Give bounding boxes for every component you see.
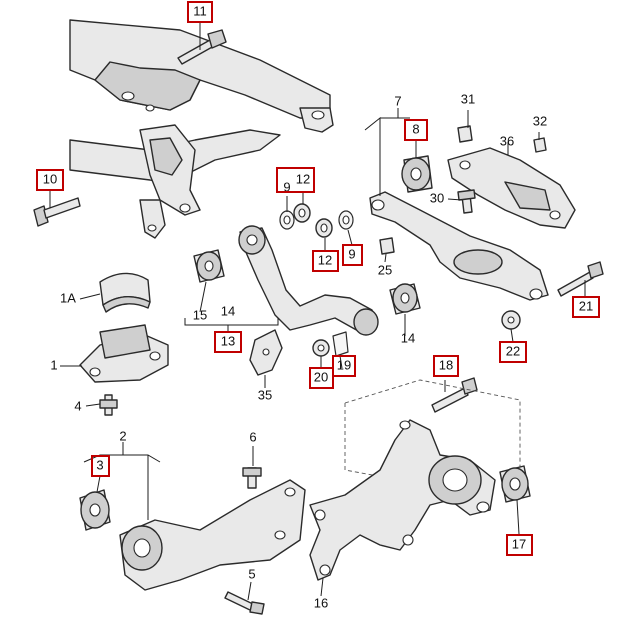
callout-9-upper: 9 — [283, 179, 290, 194]
callout-35: 35 — [258, 387, 272, 402]
callout-19: 19 — [332, 355, 356, 377]
callout-10: 10 — [36, 169, 64, 191]
callout-5: 5 — [248, 566, 255, 581]
callout-label: 22 — [506, 343, 520, 358]
callout-9-lower: 9 — [342, 244, 363, 266]
bolt-5 — [224, 591, 265, 615]
nut-12-upper — [293, 203, 311, 223]
callout-25: 25 — [378, 262, 392, 277]
washer-9-lower — [338, 210, 354, 230]
upper-control-arm-7 — [369, 191, 549, 301]
callout-label: 3 — [96, 457, 103, 472]
callout-16: 16 — [314, 595, 328, 610]
callout-30: 30 — [430, 190, 444, 205]
callout-label: 2 — [119, 428, 126, 443]
callout-31: 31 — [461, 91, 475, 106]
callout-label: 35 — [258, 387, 272, 402]
callout-17: 17 — [506, 534, 533, 556]
bracket-35 — [249, 329, 283, 376]
callout-label: 8 — [412, 121, 419, 136]
nut-12-lower — [315, 218, 333, 238]
bolt-30 — [457, 189, 476, 214]
callout-18: 18 — [433, 355, 459, 377]
bolt-25 — [379, 237, 395, 255]
callout-4: 4 — [74, 398, 81, 413]
callout-label: 7 — [394, 93, 401, 108]
bushing-8 — [401, 155, 433, 193]
callout-14-right: 14 — [401, 330, 415, 345]
assembly-guides — [344, 379, 521, 481]
callout-1A: 1A — [60, 290, 76, 305]
callout-15: 15 — [193, 307, 207, 322]
callout-label: 19 — [337, 357, 351, 372]
bracket-36 — [447, 147, 576, 229]
bolt-11 — [177, 29, 227, 65]
bolt-18 — [431, 377, 478, 413]
callout-label: 1A — [60, 290, 76, 305]
callout-label: 36 — [500, 133, 514, 148]
callout-label: 5 — [248, 566, 255, 581]
callout-label: 25 — [378, 262, 392, 277]
bolt-10 — [33, 197, 81, 227]
callout-label: 15 — [193, 307, 207, 322]
leader-lines — [49, 22, 586, 601]
callout-label: 17 — [512, 536, 526, 551]
bushing-17 — [499, 465, 531, 503]
callout-label: 4 — [74, 398, 81, 413]
trailing-arm-2 — [119, 479, 306, 591]
clip-19 — [332, 331, 349, 357]
bump-stop-1A — [99, 272, 151, 313]
wheel-knuckle-16 — [309, 419, 496, 581]
callout-label: 6 — [249, 429, 256, 444]
bolt-32 — [533, 137, 547, 153]
washer-9-upper — [279, 210, 295, 230]
callout-6: 6 — [249, 429, 256, 444]
callout-label: 9 — [283, 179, 290, 194]
callout-label: 14 — [401, 330, 415, 345]
callout-20: 20 — [309, 367, 334, 389]
callout-label: 9 — [348, 246, 355, 261]
callout-14-left: 14 — [221, 303, 235, 318]
control-arm-13 — [238, 225, 379, 336]
callout-22: 22 — [499, 341, 527, 363]
bolt-6 — [242, 467, 262, 489]
callout-12-lower: 12 — [312, 250, 339, 272]
callout-8: 8 — [404, 119, 428, 141]
mount-1 — [79, 324, 169, 383]
callout-11: 11 — [187, 1, 213, 23]
bolt-4 — [99, 394, 118, 416]
bushing-15 — [193, 249, 225, 283]
callout-label: 12 — [296, 171, 310, 186]
bushing-14 — [389, 283, 421, 315]
callout-13: 13 — [214, 331, 242, 353]
callout-3: 3 — [91, 455, 110, 477]
bushing-3 — [79, 489, 111, 531]
callout-label: 20 — [314, 369, 328, 384]
callout-label: 31 — [461, 91, 475, 106]
callout-label: 18 — [439, 357, 453, 372]
callout-label: 13 — [221, 333, 235, 348]
bolt-21 — [557, 261, 604, 297]
callout-2: 2 — [119, 428, 126, 443]
callout-label: 30 — [430, 190, 444, 205]
callout-label: 1 — [50, 357, 57, 372]
callout-label: 16 — [314, 595, 328, 610]
nut-22 — [501, 310, 521, 330]
callout-21: 21 — [572, 296, 600, 318]
nut-31 — [457, 125, 473, 143]
callout-12-upper: 12 — [276, 167, 315, 193]
callout-label: 10 — [43, 171, 57, 186]
callout-7: 7 — [394, 93, 401, 108]
callout-label: 12 — [318, 252, 332, 267]
subframe — [69, 19, 334, 239]
callout-36: 36 — [500, 133, 514, 148]
callout-label: 32 — [533, 113, 547, 128]
callout-1: 1 — [50, 357, 57, 372]
nut-20 — [312, 339, 330, 357]
callout-label: 14 — [221, 303, 235, 318]
callout-32: 32 — [533, 113, 547, 128]
callout-label: 21 — [579, 298, 593, 313]
callout-label: 11 — [193, 3, 207, 18]
